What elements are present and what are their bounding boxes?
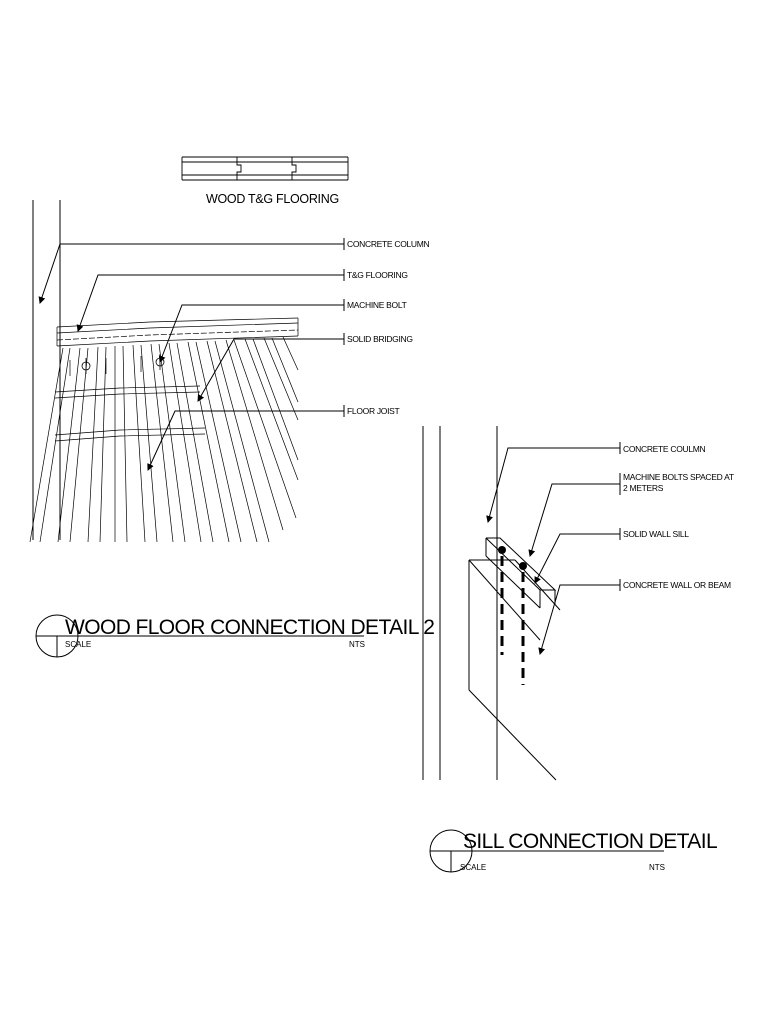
callout-concrete-coulmn: CONCRETE COULMN xyxy=(623,444,706,454)
detail-2-title-block: SILL CONNECTION DETAIL SCALE NTS xyxy=(429,829,718,873)
callout-machine-bolts-line-2: 2 METERS xyxy=(623,483,664,493)
detail-2-title: SILL CONNECTION DETAIL xyxy=(463,830,717,853)
callout-floor-joist: FLOOR JOIST xyxy=(347,406,400,416)
detail-1-title: WOOD FLOOR CONNECTION DETAIL 2 xyxy=(65,616,434,639)
callout-solid-bridging: SOLID BRIDGING xyxy=(347,334,413,344)
detail-2-scale-value: NTS xyxy=(649,863,665,872)
tg-flooring-profile: WOOD T&G FLOORING xyxy=(181,156,349,206)
sill-connection-drawing: CONCRETE COULMN MACHINE BOLTS SPACED AT … xyxy=(422,426,734,781)
tg-flooring-profile-label: WOOD T&G FLOORING xyxy=(206,192,339,206)
detail-1-title-block: WOOD FLOOR CONNECTION DETAIL 2 SCALE NTS xyxy=(35,614,435,658)
callout-tg-flooring: T&G FLOORING xyxy=(347,270,408,280)
detail-1-scale-label: SCALE xyxy=(65,640,91,649)
callout-concrete-wall-or-beam: CONCRETE WALL OR BEAM xyxy=(623,580,731,590)
wood-floor-connection-drawing: CONCRETE COLUMN T&G FLOORING MACHINE BOL… xyxy=(29,200,430,543)
callout-machine-bolts-line-1: MACHINE BOLTS SPACED AT xyxy=(623,472,734,482)
callout-machine-bolt: MACHINE BOLT xyxy=(347,300,407,310)
callout-solid-wall-sill: SOLID WALL SILL xyxy=(623,529,689,539)
detail-1-scale-value: NTS xyxy=(349,640,365,649)
callout-concrete-column: CONCRETE COLUMN xyxy=(347,239,430,249)
detail-2-scale-label: SCALE xyxy=(460,863,486,872)
sill-machine-bolts xyxy=(498,546,527,685)
